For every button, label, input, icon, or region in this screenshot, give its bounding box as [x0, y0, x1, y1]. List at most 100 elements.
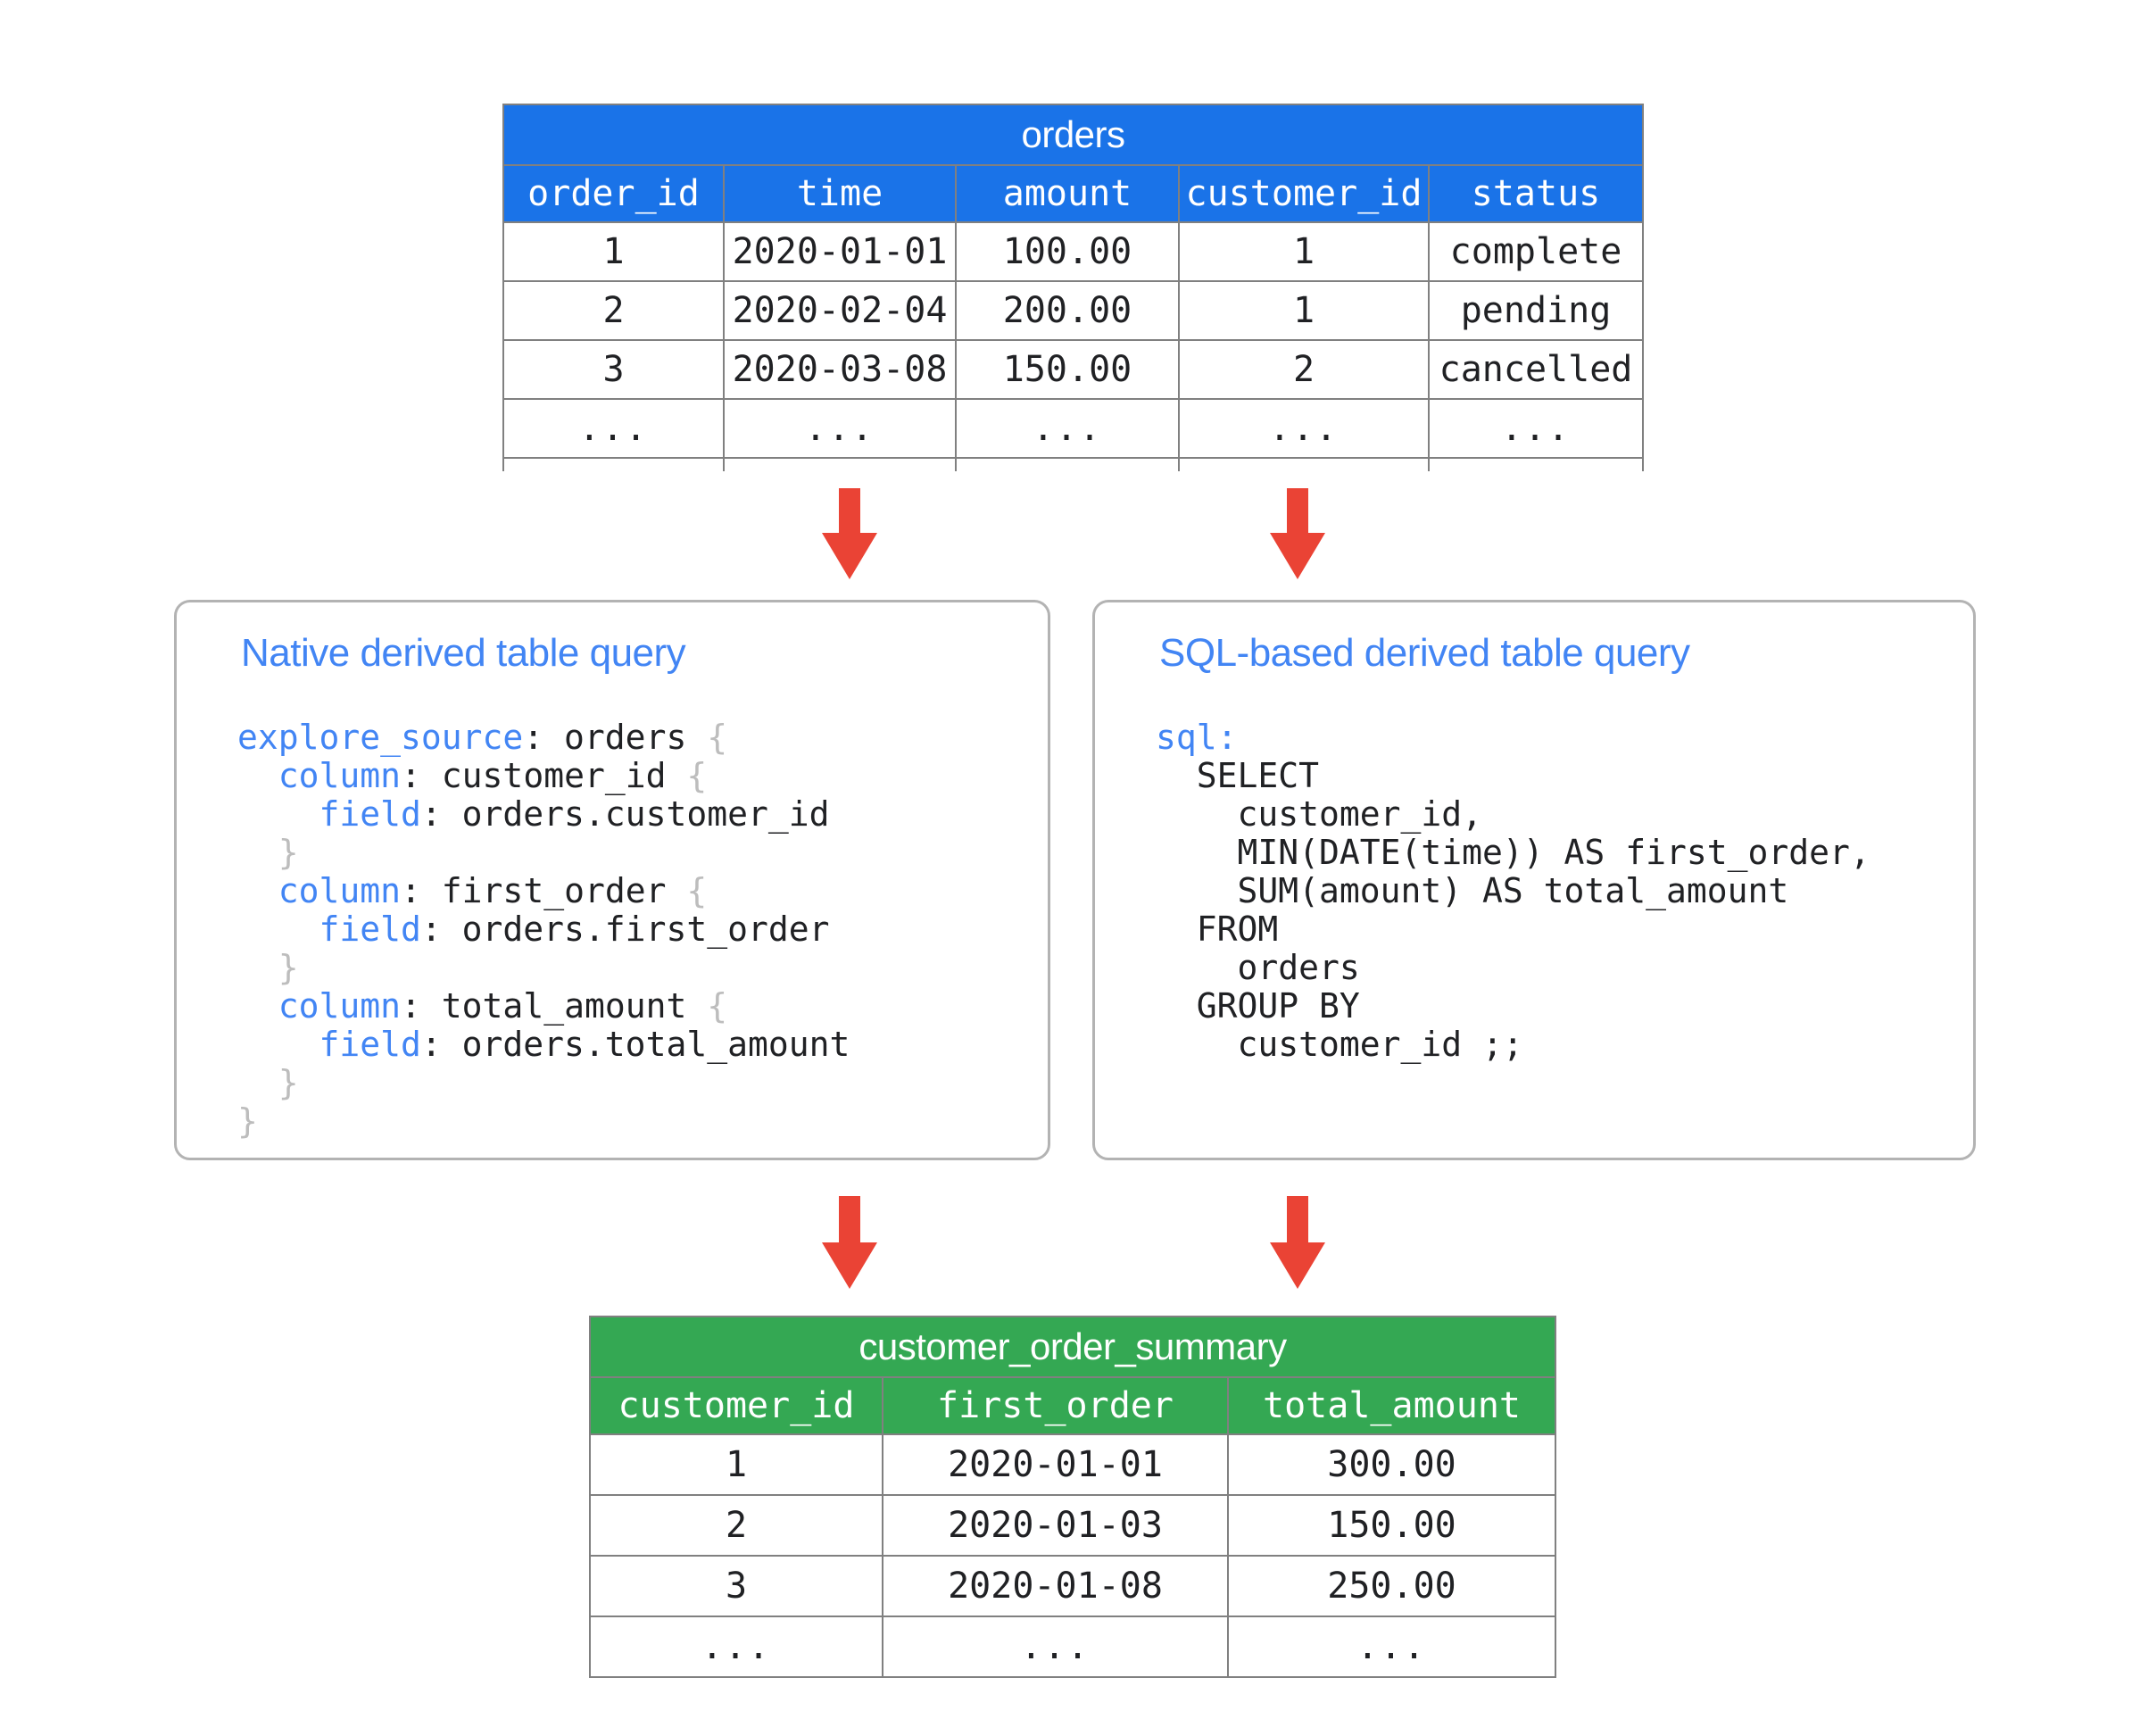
code-line: SUM(amount) AS total_amount	[1156, 872, 1870, 910]
code-line: customer_id ;;	[1156, 1026, 1870, 1064]
cell: 3	[589, 1555, 883, 1617]
code-line: column: first_order {	[237, 872, 850, 910]
cell: cancelled	[1427, 339, 1645, 400]
cell: ...	[1227, 1616, 1556, 1678]
code-brace: {	[707, 718, 728, 757]
code-brace: {	[686, 756, 708, 795]
sql-based-derived-table-query-card: SQL-based derived table query sql: SELEC…	[1092, 600, 1976, 1160]
code-text: SUM(amount) AS total_amount	[1156, 871, 1789, 910]
code-text: : customer_id	[401, 756, 687, 795]
cell: 150.00	[955, 339, 1180, 400]
cell: 2020-01-01	[882, 1433, 1229, 1496]
cell: 2020-01-03	[882, 1494, 1229, 1557]
code-text: FROM	[1156, 910, 1279, 949]
table-row-ellipsis: ... ... ...	[589, 1616, 1556, 1678]
code-keyword: column	[278, 986, 402, 1026]
column-header-time: time	[723, 164, 957, 223]
orders-table-body: 1 2020-01-01 100.00 1 complete 2 2020-02…	[502, 221, 1645, 471]
column-header-customer-id: customer_id	[589, 1376, 883, 1435]
code-line: SELECT	[1156, 757, 1870, 795]
code-text: SELECT	[1156, 756, 1320, 795]
code-brace: }	[278, 948, 299, 987]
cell: ...	[723, 398, 957, 459]
arrow-down-icon-sql-query-to-summary	[1270, 1196, 1325, 1289]
cell: 300.00	[1227, 1433, 1556, 1496]
arrow-head	[822, 1242, 877, 1289]
cell: ...	[882, 1616, 1229, 1678]
arrow-head	[822, 533, 877, 579]
code-text: : orders.total_amount	[420, 1025, 850, 1064]
cell	[955, 457, 1180, 471]
code-text	[237, 986, 278, 1026]
code-line: column: customer_id {	[237, 757, 850, 795]
summary-table-header-row: customer_id first_order total_amount	[589, 1376, 1556, 1435]
code-brace: {	[707, 986, 728, 1026]
code-line: field: orders.total_amount	[237, 1026, 850, 1064]
code-text: : first_order	[401, 871, 687, 910]
code-brace: {	[686, 871, 708, 910]
card-title-sql: SQL-based derived table query	[1159, 631, 1690, 675]
cell: ...	[589, 1616, 883, 1678]
code-line: explore_source: orders {	[237, 718, 850, 757]
arrow-down-icon-orders-to-native-query	[822, 488, 877, 579]
code-line: MIN(DATE(time)) AS first_order,	[1156, 834, 1870, 872]
cell	[723, 457, 957, 471]
table-row-ellipsis: ... ... ... ... ...	[502, 398, 1645, 459]
arrow-head	[1270, 1242, 1325, 1289]
cell: pending	[1427, 280, 1645, 341]
code-line: sql:	[1156, 718, 1870, 757]
column-header-customer-id: customer_id	[1178, 164, 1430, 223]
orders-table-title: orders	[502, 104, 1645, 166]
sql-query-code-block: sql: SELECT customer_id, MIN(DATE(time))…	[1156, 718, 1870, 1064]
orders-table-title-row: orders	[502, 104, 1645, 166]
code-keyword: field	[319, 910, 421, 949]
native-query-code-block: explore_source: orders { column: custome…	[237, 718, 850, 1141]
code-line: customer_id,	[1156, 795, 1870, 834]
code-text: customer_id ;;	[1156, 1025, 1523, 1064]
code-text: customer_id,	[1156, 794, 1483, 834]
code-text	[237, 756, 278, 795]
cell: 1	[589, 1433, 883, 1496]
summary-table-title: customer_order_summary	[589, 1316, 1556, 1378]
cell: 2	[1178, 339, 1430, 400]
cell: 150.00	[1227, 1494, 1556, 1557]
customer-order-summary-table: customer_order_summary customer_id first…	[589, 1316, 1556, 1678]
cell	[502, 457, 725, 471]
code-keyword: sql:	[1156, 718, 1238, 757]
code-text: MIN(DATE(time)) AS first_order,	[1156, 833, 1870, 872]
column-header-first-order: first_order	[882, 1376, 1229, 1435]
code-keyword: field	[319, 1025, 421, 1064]
column-header-order-id: order_id	[502, 164, 725, 223]
cell	[1178, 457, 1430, 471]
code-text	[237, 948, 278, 987]
native-derived-table-query-card: Native derived table query explore_sourc…	[174, 600, 1050, 1160]
code-line: }	[237, 1064, 850, 1102]
code-text	[237, 1025, 319, 1064]
cell: 3	[502, 339, 725, 400]
cell: 2	[502, 280, 725, 341]
cell: complete	[1427, 221, 1645, 282]
code-line: }	[237, 949, 850, 987]
card-title-native: Native derived table query	[241, 631, 686, 675]
arrow-shaft	[1287, 1196, 1308, 1242]
cell: 200.00	[955, 280, 1180, 341]
table-row-partial	[502, 457, 1645, 471]
table-row: 1 2020-01-01 300.00	[589, 1433, 1556, 1496]
arrow-shaft	[839, 1196, 860, 1242]
cell: 100.00	[955, 221, 1180, 282]
source-table-clip: orders order_id time amount customer_id …	[482, 104, 1669, 471]
code-text	[237, 794, 319, 834]
arrow-shaft	[1287, 488, 1308, 533]
cell: 2020-01-01	[723, 221, 957, 282]
code-text: GROUP BY	[1156, 986, 1360, 1026]
code-text: : orders.customer_id	[420, 794, 830, 834]
column-header-total-amount: total_amount	[1227, 1376, 1556, 1435]
code-line: GROUP BY	[1156, 987, 1870, 1026]
cell: 2	[589, 1494, 883, 1557]
code-text: : orders.first_order	[420, 910, 830, 949]
code-text: orders	[1156, 948, 1360, 987]
summary-table-body: 1 2020-01-01 300.00 2 2020-01-03 150.00 …	[589, 1433, 1556, 1678]
code-line: orders	[1156, 949, 1870, 987]
column-header-status: status	[1427, 164, 1645, 223]
code-brace: }	[278, 833, 299, 872]
